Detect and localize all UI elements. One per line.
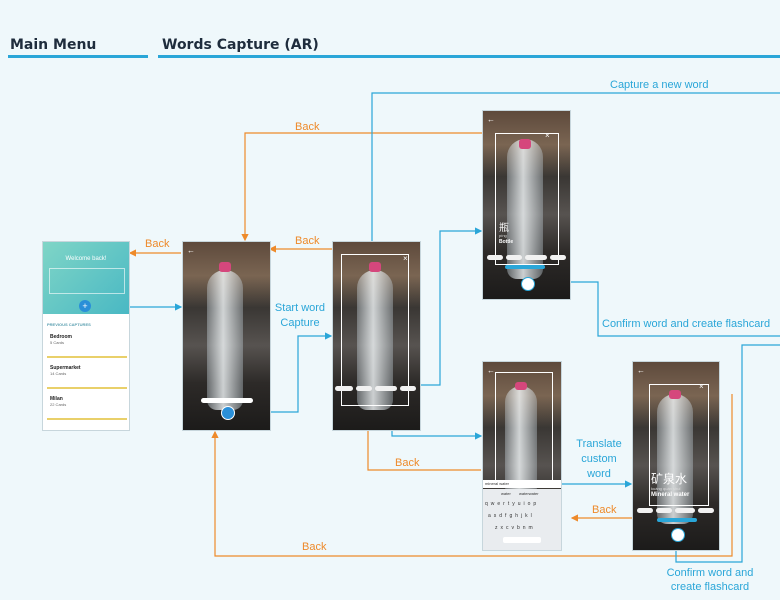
key-row[interactable]: qwertyuiop	[485, 501, 540, 507]
card-subtitle: 5 Cards	[50, 340, 65, 345]
capture-card[interactable]: Supermarket 14 Cards	[47, 361, 127, 389]
card-title: Bedroom	[50, 334, 72, 340]
label-confirm-top: Confirm word and create flashcard	[602, 318, 771, 330]
chip-liquid[interactable]	[487, 255, 503, 260]
back-arrow-icon[interactable]: ←	[187, 246, 195, 255]
typed-text: mineral water	[485, 481, 510, 486]
label-confirm-bottom: Confirm word and create flashcard	[666, 567, 754, 593]
pinyin-text: kuàng quán shuǐ	[651, 486, 681, 491]
words-capture-underline	[158, 55, 780, 58]
words-capture-title: Words Capture (AR)	[162, 37, 319, 53]
welcome-card	[49, 268, 125, 294]
detect-screen: ×	[332, 241, 421, 431]
detection-frame	[341, 254, 409, 406]
capture-card[interactable]: Milan 22 Cards	[47, 392, 127, 420]
label-back-top: Back	[295, 121, 320, 133]
translate-screen: ← × 矿泉水 kuàng quán shuǐ Mineral water	[632, 361, 720, 551]
english-text: Mineral water	[651, 492, 690, 498]
bottle-image	[657, 394, 693, 524]
keyboard: water waterwater qwertyuiop asdfghjkl zx…	[483, 489, 561, 550]
confirm-check-icon[interactable]	[521, 277, 535, 291]
label-back-bottom-right: Back	[592, 504, 617, 516]
chip-liquid[interactable]	[335, 386, 353, 391]
detection-frame	[649, 384, 709, 506]
space-key[interactable]	[503, 537, 541, 543]
arrow-capture-new	[368, 92, 780, 259]
bottle-cap	[369, 262, 381, 272]
main-menu-title: Main Menu	[10, 37, 97, 53]
key-row[interactable]: zxcvbnm	[495, 525, 536, 531]
pinyin-text: píng	[499, 233, 507, 238]
previous-captures-heading: PREVIOUS CAPTURES	[47, 322, 91, 327]
chip-container[interactable]	[525, 255, 547, 260]
confirm-check-icon[interactable]	[671, 528, 685, 542]
detection-frame	[495, 372, 553, 484]
capture-button[interactable]	[221, 406, 235, 420]
label-back-bottom: Back	[302, 541, 327, 553]
card-title: Supermarket	[50, 365, 81, 371]
label-translate-custom: Translate custom word	[576, 438, 622, 480]
bottle-image	[505, 386, 537, 496]
back-arrow-icon[interactable]: ←	[637, 366, 645, 375]
confirm-bar[interactable]	[657, 518, 697, 522]
chip[interactable]	[656, 508, 672, 513]
bottle-cap	[515, 382, 527, 390]
label-capture-new-word: Capture a new word	[610, 79, 709, 91]
text-input[interactable]: mineral water	[483, 480, 561, 488]
camera-screen: ←	[182, 241, 271, 431]
label-back-keyboard: Back	[395, 457, 420, 469]
add-capture-button[interactable]: +	[79, 300, 91, 312]
key-row[interactable]: asdfghjkl	[488, 513, 535, 519]
chip-container[interactable]	[375, 386, 397, 391]
confirm-bar[interactable]	[505, 265, 545, 269]
back-arrow-icon[interactable]: ←	[487, 366, 495, 375]
english-text: Bottle	[499, 239, 514, 245]
hanzi-text: 瓶	[499, 223, 509, 234]
bottle-image	[207, 270, 243, 410]
bottle-cap	[219, 262, 231, 272]
suggestion[interactable]: waterwater	[519, 491, 539, 496]
capture-card[interactable]: Bedroom 5 Cards	[47, 330, 127, 358]
chip[interactable]	[675, 508, 695, 513]
suggestion[interactable]: water	[501, 491, 511, 496]
label-start-capture: Start word Capture	[274, 302, 326, 329]
close-icon[interactable]: ×	[699, 382, 704, 391]
label-back-mid: Back	[295, 235, 320, 247]
card-subtitle: 22 Cards	[50, 402, 67, 407]
hanzi-text: 矿泉水	[651, 472, 688, 486]
main-menu-underline	[8, 55, 148, 58]
chip[interactable]	[698, 508, 714, 513]
bottle-cap	[519, 139, 531, 149]
capture-hint	[201, 398, 253, 403]
close-icon[interactable]: ×	[545, 131, 550, 140]
welcome-text: Welcome back!	[65, 256, 107, 262]
chip-plastic[interactable]	[550, 255, 566, 260]
bottle-cap	[669, 390, 681, 399]
chip-plastic[interactable]	[400, 386, 416, 391]
card-subtitle: 14 Cards	[50, 371, 67, 376]
card-title: Milan	[50, 396, 63, 402]
back-arrow-icon[interactable]: ←	[487, 115, 495, 124]
chip-bottle[interactable]	[356, 386, 372, 391]
result-screen: ← × 瓶 píng Bottle	[482, 110, 571, 300]
chip[interactable]	[637, 508, 653, 513]
arrow-back-bottom	[211, 394, 733, 557]
close-icon[interactable]: ×	[403, 254, 408, 263]
label-back-left: Back	[145, 238, 170, 250]
detection-frame	[495, 133, 559, 265]
arrow-confirm-bottom	[675, 344, 780, 563]
chip-bottle[interactable]	[506, 255, 522, 260]
keyboard-screen: ← mineral water water waterwater qwertyu…	[482, 361, 562, 551]
main-menu-screen: Welcome back! + PREVIOUS CAPTURES Bedroo…	[42, 241, 130, 431]
